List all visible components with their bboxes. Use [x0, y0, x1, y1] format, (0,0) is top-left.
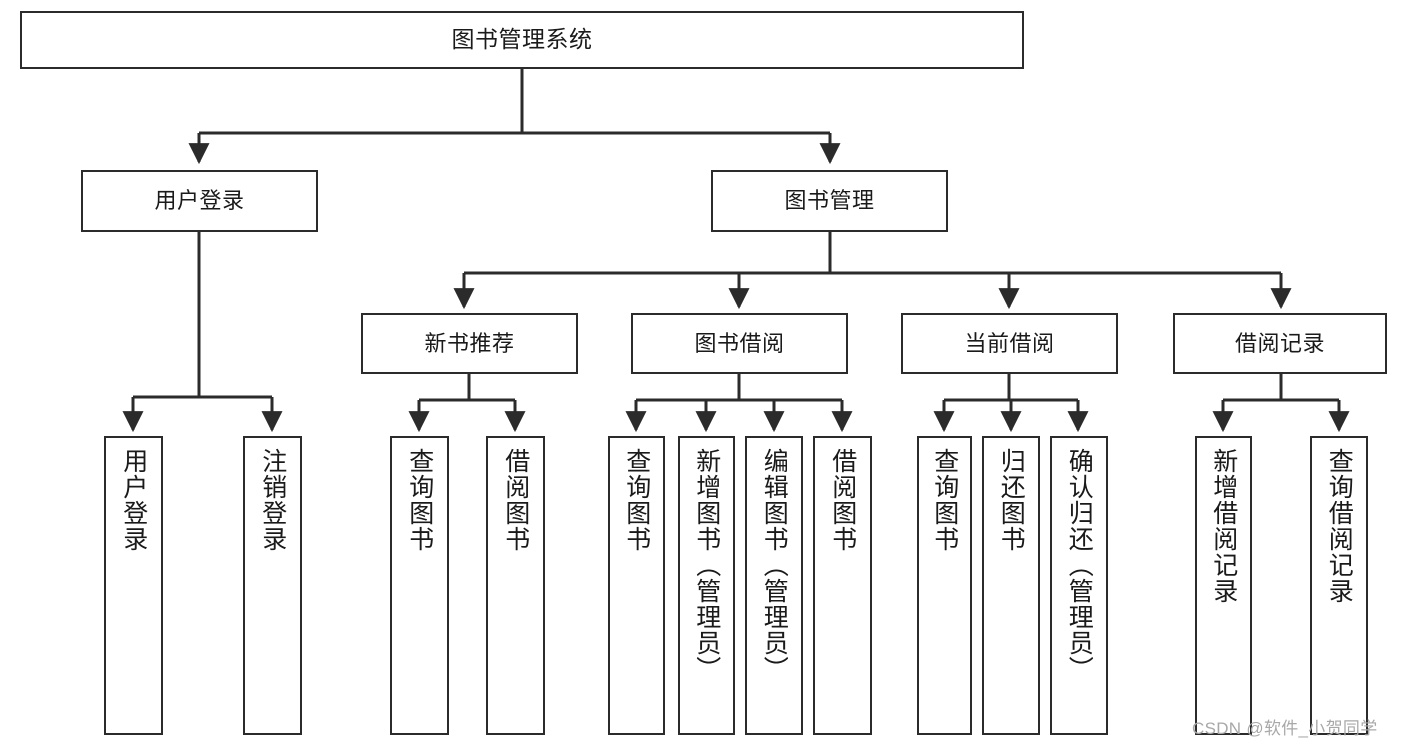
node-label: 图书管理系统	[451, 26, 593, 53]
node-label: 用户登录	[119, 448, 148, 552]
node-book-management[interactable]: 图书管理	[711, 170, 948, 232]
leaf-book-borrow-edit-book-admin[interactable]: 编辑图书（管理员）	[745, 436, 803, 735]
node-label: 新书推荐	[424, 330, 515, 356]
leaf-new-book-borrow-book[interactable]: 借阅图书	[486, 436, 545, 735]
node-label: 注销登录	[258, 448, 287, 552]
node-label: 借阅记录	[1234, 330, 1325, 356]
leaf-borrow-record-add-record[interactable]: 新增借阅记录	[1195, 436, 1252, 735]
leaf-user-login-logout[interactable]: 注销登录	[243, 436, 302, 735]
leaf-user-login-login[interactable]: 用户登录	[104, 436, 163, 735]
leaf-book-borrow-query-book[interactable]: 查询图书	[608, 436, 665, 735]
node-label: 借阅图书	[828, 448, 857, 552]
node-label: 查询图书	[405, 448, 434, 552]
node-current-borrow[interactable]: 当前借阅	[901, 313, 1118, 374]
leaf-book-borrow-add-book-admin[interactable]: 新增图书（管理员）	[678, 436, 735, 735]
node-label: 用户登录	[154, 188, 245, 214]
leaf-current-borrow-return-book[interactable]: 归还图书	[982, 436, 1040, 735]
node-label: 新增图书（管理员）	[692, 448, 721, 682]
node-label: 当前借阅	[964, 330, 1055, 356]
node-book-borrow[interactable]: 图书借阅	[631, 313, 848, 374]
node-label: 归还图书	[997, 448, 1026, 552]
node-new-book-recommend[interactable]: 新书推荐	[361, 313, 578, 374]
node-label: 图书借阅	[694, 330, 785, 356]
leaf-current-borrow-query-book[interactable]: 查询图书	[917, 436, 972, 735]
node-user-login[interactable]: 用户登录	[81, 170, 318, 232]
leaf-new-book-query-book[interactable]: 查询图书	[390, 436, 449, 735]
leaf-book-borrow-borrow-book[interactable]: 借阅图书	[813, 436, 872, 735]
node-label: 查询图书	[622, 448, 651, 552]
node-label: 借阅图书	[501, 448, 530, 552]
node-label: 查询借阅记录	[1325, 448, 1354, 604]
leaf-current-borrow-confirm-return-admin[interactable]: 确认归还（管理员）	[1050, 436, 1108, 735]
node-borrow-record[interactable]: 借阅记录	[1173, 313, 1387, 374]
node-label: 确认归还（管理员）	[1065, 448, 1094, 682]
node-label: 查询图书	[930, 448, 959, 552]
node-label: 编辑图书（管理员）	[760, 448, 789, 682]
node-label: 新增借阅记录	[1209, 448, 1238, 604]
leaf-borrow-record-query-record[interactable]: 查询借阅记录	[1310, 436, 1368, 735]
node-root-book-management-system[interactable]: 图书管理系统	[20, 11, 1024, 69]
node-label: 图书管理	[784, 188, 875, 214]
watermark: CSDN @软件_小贺同学	[1192, 719, 1378, 738]
